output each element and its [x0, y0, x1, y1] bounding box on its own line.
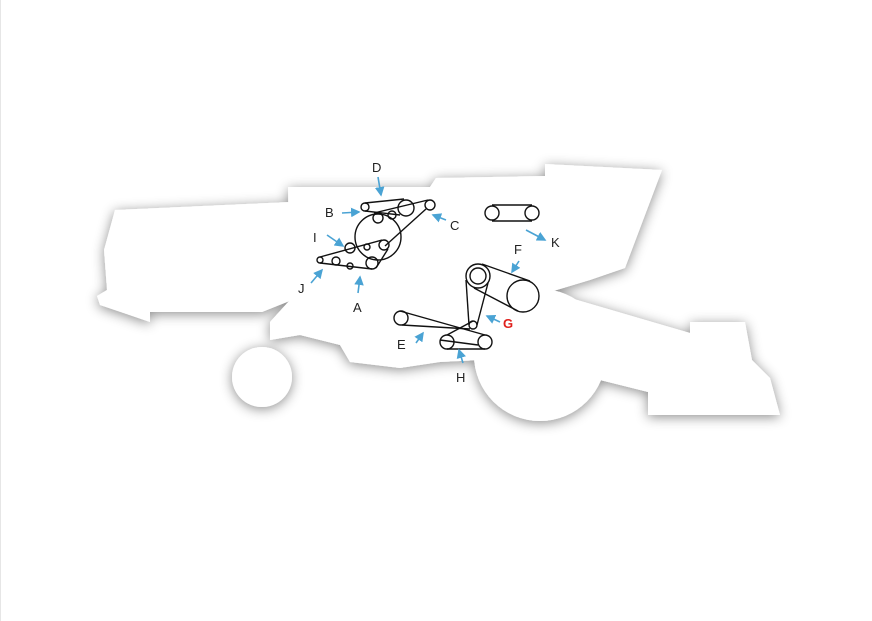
label-i: I [313, 230, 317, 245]
label-j: J [298, 281, 305, 296]
label-b: B [325, 205, 334, 220]
belts [316, 198, 540, 350]
combine-silhouette [97, 164, 780, 421]
callout-arrows [310, 176, 547, 364]
label-c: C [450, 218, 459, 233]
label-h: H [456, 370, 465, 385]
label-d: D [372, 160, 381, 175]
label-e: E [397, 337, 406, 352]
label-k: K [551, 235, 560, 250]
label-g-highlighted: G [503, 316, 513, 331]
belt-k [484, 204, 540, 222]
label-a: A [353, 300, 362, 315]
belt-labels: D B C I J A K F G E H [298, 160, 560, 385]
label-f: F [514, 242, 522, 257]
